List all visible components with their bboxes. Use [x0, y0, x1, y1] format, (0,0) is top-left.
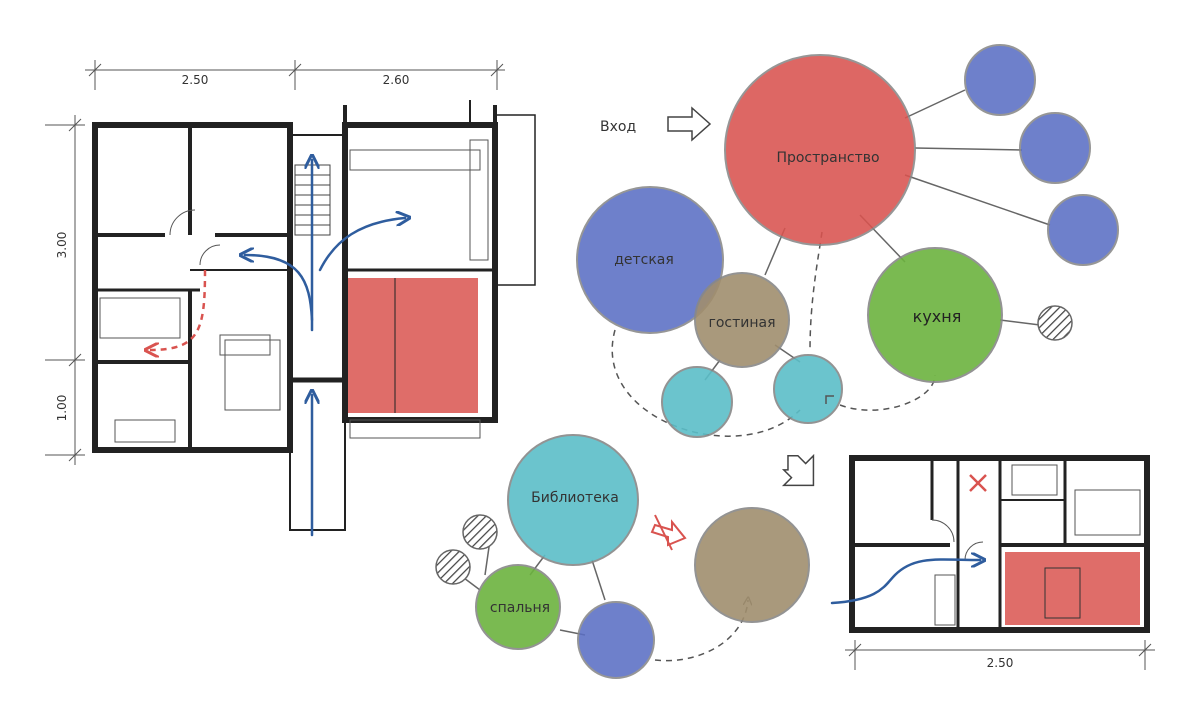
blocked-mark-icon — [969, 474, 987, 492]
dimension-top — [85, 60, 505, 90]
hatched-circle-library — [462, 514, 498, 550]
label-library: Библиотека — [531, 490, 619, 506]
bubble-bedroom — [475, 564, 561, 650]
entrance-arrow-icon — [667, 106, 712, 142]
bubble-satellite-2 — [1019, 112, 1091, 184]
label-living: гостиная — [708, 315, 775, 331]
plan1-furniture — [99, 139, 489, 443]
label-kitchen: кухня — [913, 307, 962, 326]
crossed-entrance-icon — [650, 514, 687, 551]
dim-height-top: 3.00 — [55, 232, 69, 259]
dim-height-bottom: 1.00 — [55, 395, 69, 422]
dimension-left — [45, 115, 85, 465]
bubble-satellite-3 — [1047, 194, 1119, 266]
bedroom-highlight — [1005, 552, 1140, 625]
dim-width-left: 2.50 — [182, 73, 209, 87]
bubble-space — [724, 54, 916, 246]
bubble-kids — [576, 186, 724, 334]
bubble-kitchen — [867, 247, 1003, 383]
bed-shape — [1044, 567, 1081, 619]
corner-mark-icon — [825, 395, 834, 404]
dim-width-bottom: 2.50 — [987, 656, 1014, 670]
floor-plan-right: 2.50 — [830, 455, 1155, 670]
bubble-cyan-2 — [773, 354, 843, 424]
bubble-living — [694, 272, 790, 368]
red-dashed-arrow — [150, 269, 207, 350]
plan1-flow-arrows — [245, 160, 405, 537]
dim-width-right: 2.60 — [383, 73, 410, 87]
hatched-circle-kitchen — [1037, 305, 1073, 341]
bubble-brown-bottom — [694, 507, 810, 623]
label-bedroom: спальня — [490, 600, 550, 616]
down-arrow-icon — [781, 453, 815, 487]
hatched-circle-bedroom — [435, 549, 471, 585]
entrance-label: Вход — [600, 119, 636, 135]
plan2-furniture — [931, 464, 1141, 626]
label-space: Пространство — [776, 150, 879, 166]
bubble-diagram: Вход — [435, 44, 1119, 679]
bubble-satellite-1 — [964, 44, 1036, 116]
plan1-walls — [92, 100, 536, 531]
plan2-walls — [849, 455, 1150, 633]
label-kids: детская — [614, 252, 674, 268]
bubble-cyan-1 — [661, 366, 733, 438]
plan2-flow-arrow — [830, 559, 980, 605]
dimension-bottom — [845, 640, 1155, 670]
living-room-highlight — [348, 278, 478, 413]
bubble-library — [507, 434, 639, 566]
bubble-blue-bottom — [577, 601, 655, 679]
floor-plan-left: 2.50 2.60 3.00 1.00 — [45, 60, 536, 537]
